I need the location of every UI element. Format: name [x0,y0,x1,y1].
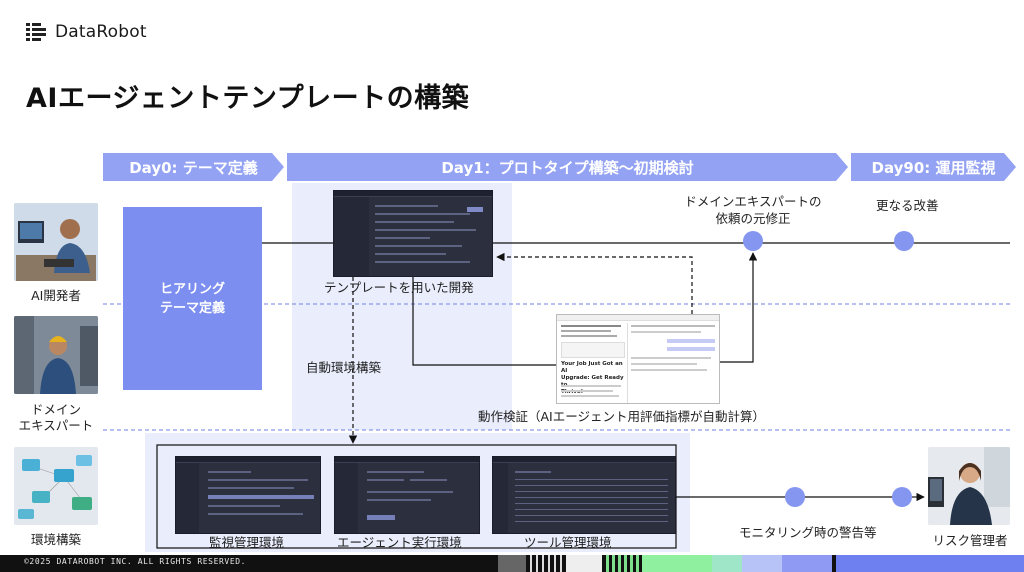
env-group-border [156,444,677,549]
env-monitoring-label: 監視管理環境 [209,535,285,550]
hearing-line2: テーマ定義 [159,300,225,316]
footer-bar [0,555,1024,572]
domain-expert-photo [14,316,98,394]
validation-to-fix-arrow [720,252,758,363]
env-tool-mgmt-label: ツール管理環境 [524,535,612,550]
step-alert: モニタリング時の警告等 [739,525,877,540]
footer-stripes [498,555,1024,572]
phase-day1: Day1：プロトタイプ構築〜初期検討 [287,153,848,181]
env-agent-exec-label: エージェント実行環境 [337,535,462,550]
ai-developer-photo [14,203,98,281]
brand-name: DataRobot [55,22,147,42]
role-ai-developer: AI開発者 [31,288,81,303]
risk-manager-photo [928,447,1010,525]
dev-to-validation-line [412,277,556,366]
phase-day90: Day90: 運用監視 [851,153,1016,181]
role-env-build: 環境構築 [30,532,81,547]
datarobot-logo: DataRobot [26,20,147,44]
hearing-line1: ヒアリング [159,281,225,297]
step-validation: 動作検証（AIエージェント用評価指標が自動計算） [478,409,765,424]
fix-request-dashed-arrow [496,252,693,314]
step-improve: 更なる改善 [876,198,939,213]
tool-mgmt-env-screenshot [492,456,676,534]
monitoring-env-screenshot [175,456,321,534]
agent-exec-env-screenshot [334,456,480,534]
phase-day0: Day0: テーマ定義 [103,153,284,181]
role-risk-manager: リスク管理者 [932,533,1008,548]
step-template-dev: テンプレートを用いた開発 [324,280,474,295]
monitor-node [892,487,912,507]
role-domain-expert-line2: エキスパート [18,418,94,433]
doc-headline-line3: Thrive! [561,389,584,395]
env-build-photo [14,447,98,525]
alert-node [785,487,805,507]
step-fix-line2: 依頼の元修正 [715,211,791,226]
doc-headline-line1: Your Job Just Got an AI [561,361,623,374]
hearing-box: ヒアリング テーマ定義 [123,207,262,390]
role-domain-expert-line1: ドメイン [30,402,81,417]
page-title: AIエージェントテンプレートの構築 [26,83,470,114]
footer-copyright: ©2025 DATAROBOT INC. ALL RIGHTS RESERVED… [24,557,247,566]
improve-node [894,231,914,251]
fix-node [743,231,763,251]
datarobot-logo-icon [26,23,46,41]
template-dev-screenshot [333,190,493,277]
step-auto-env: 自動環境構築 [306,360,382,375]
step-fix-line1: ドメインエキスパートの [684,194,822,209]
validation-screenshot: Your Job Just Got an AI Upgrade: Get Rea… [556,314,720,404]
